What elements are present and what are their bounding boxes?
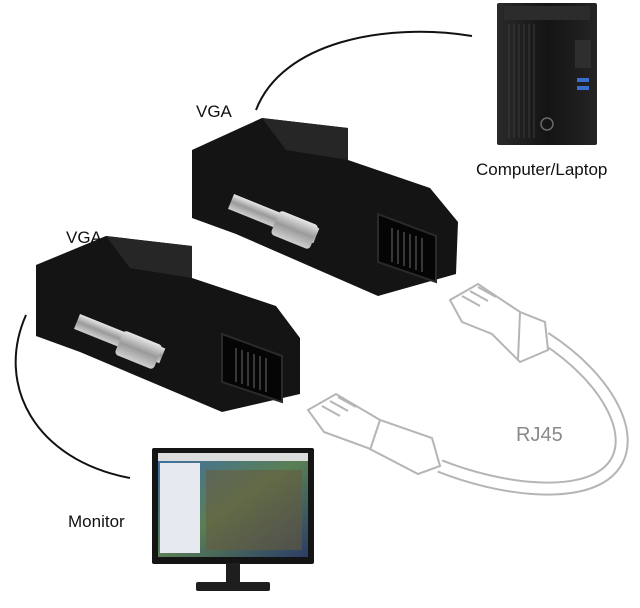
computer-label: Computer/Laptop: [476, 160, 608, 179]
computer-link-line: [255, 30, 473, 111]
vga-rj45-adapter-icon: [192, 118, 458, 296]
monitor-icon: [152, 448, 314, 591]
vga-label-bottom: VGA: [66, 228, 102, 247]
rj45-cable: [306, 282, 629, 496]
vga-label-top: VGA: [196, 102, 232, 121]
connection-lines: [14, 30, 473, 479]
monitor-label: Monitor: [68, 512, 125, 531]
rj45-label: RJ45: [516, 424, 563, 446]
computer-tower-icon: [497, 3, 597, 145]
vga-rj45-adapter-icon: [36, 236, 300, 412]
monitor-link-line: [14, 314, 131, 479]
